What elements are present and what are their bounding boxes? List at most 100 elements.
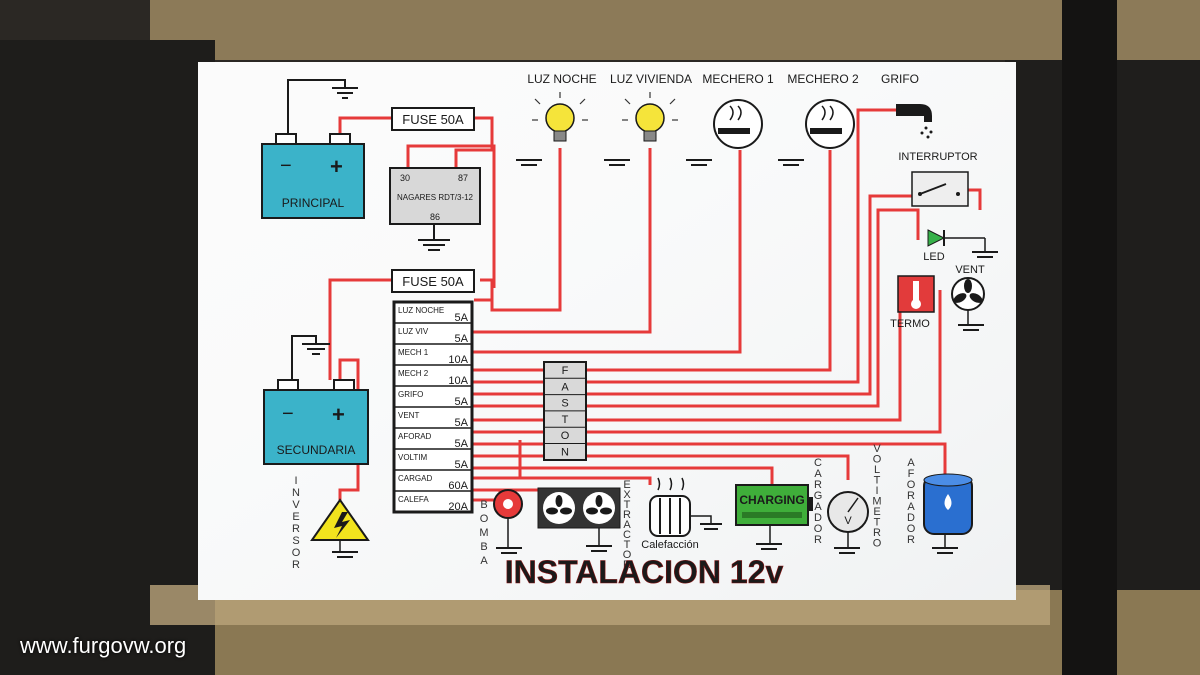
wire-aforador <box>472 442 947 475</box>
wire-interruptor-out <box>968 188 982 210</box>
extractor-char: T <box>624 539 631 551</box>
bulb-luz-vivienda-icon <box>622 92 678 142</box>
led-icon <box>927 229 986 252</box>
cigarette-lighter-icon <box>713 99 763 149</box>
relay: 30 87 NAGARES RDT/3-12 86 <box>389 167 481 225</box>
wood-top <box>150 0 1200 60</box>
wire-luz-noche <box>474 148 562 312</box>
thermometer-icon <box>897 275 935 313</box>
faston-letter: F <box>562 365 569 377</box>
fuse-box-row-label: CALEFA <box>398 495 429 504</box>
inversor-char: I <box>294 475 297 487</box>
voltimetro-char: E <box>873 506 880 518</box>
voltimetro-char: T <box>874 475 881 487</box>
aforador-char: O <box>907 479 916 491</box>
fuse-box-row-label: GRIFO <box>398 390 423 399</box>
ground-icon <box>496 547 522 554</box>
fuse-box-row-label: VOLTIM <box>398 453 428 462</box>
wire-mechero1 <box>472 150 742 354</box>
aforador-char: R <box>907 490 915 502</box>
voltimetro-char: M <box>872 496 881 508</box>
inversor-char: N <box>292 487 300 499</box>
inverter-warning-icon <box>310 498 370 552</box>
voltmeter-icon <box>827 491 869 548</box>
ground-icon <box>756 543 782 550</box>
fuse-box-row-label: CARGAD <box>398 474 432 483</box>
fuse-body <box>391 269 475 293</box>
ground-icon <box>418 239 450 251</box>
ground-icon <box>834 547 860 554</box>
strap-right <box>1062 0 1117 675</box>
fuse-box-row-amp: 5A <box>455 459 469 471</box>
fuse-box-row-amp: 5A <box>455 312 469 324</box>
wire-mechero2 <box>472 150 832 372</box>
ground-icon <box>958 324 984 331</box>
fuse-box-row-label: MECH 2 <box>398 369 429 378</box>
extractor-char: O <box>623 549 632 561</box>
cargador-char: O <box>814 523 823 535</box>
faston-letter: N <box>561 447 569 459</box>
fuse-box-row-amp: 5A <box>455 438 469 450</box>
battery-terminal-neg <box>275 133 297 145</box>
charging-label: CHARGING <box>739 493 804 507</box>
voltimetro-char: T <box>874 517 881 529</box>
aforador-char: F <box>908 468 915 480</box>
ground-icon <box>332 551 358 558</box>
aforador-char: D <box>907 512 915 524</box>
cargador-char: D <box>814 512 822 524</box>
bomba-char: B <box>480 499 487 511</box>
relay-body <box>389 167 481 225</box>
battery-label: SECUNDARIA <box>277 443 356 457</box>
faston-letter: T <box>562 414 569 426</box>
battery-body <box>263 389 369 465</box>
battery-principal: − + PRINCIPAL <box>261 133 365 219</box>
top-load-label: LUZ VIVIENDA <box>610 72 692 86</box>
wire-fusemid-a <box>480 278 494 300</box>
ground-wires <box>287 79 435 380</box>
extractor-fan-icon <box>537 487 621 546</box>
fuse-box-row-amp: 60A <box>448 480 468 492</box>
faucet-icon <box>896 104 933 139</box>
inversor-char: V <box>292 499 300 511</box>
ground-symbols <box>302 87 998 558</box>
watermark: www.furgovw.org <box>20 633 187 658</box>
fuse-box-row-label: AFORAD <box>398 432 432 441</box>
fuse-box-row-label: VENT <box>398 411 419 420</box>
led-label: LED <box>923 251 944 263</box>
wire-cargador <box>472 466 774 485</box>
voltimetro-char: R <box>873 527 881 539</box>
wire-grifo <box>472 108 898 384</box>
wire-fusemid-secundaria <box>328 278 392 380</box>
ground-icon <box>604 159 630 166</box>
wire-luz-vivienda <box>472 148 652 334</box>
extractor-char: E <box>623 479 630 491</box>
wire-relay-87 <box>406 144 496 288</box>
aforador-char: A <box>907 457 915 469</box>
inversor-char: S <box>292 535 299 547</box>
vent-label: VENT <box>955 264 985 276</box>
battery-terminal-pos <box>329 133 351 145</box>
wire-voltimetro <box>472 454 850 480</box>
extractor-char: R <box>623 509 631 521</box>
inversor-char: R <box>292 559 300 571</box>
pump-icon <box>493 489 523 548</box>
top-load-label: GRIFO <box>881 72 919 86</box>
wire-principal-fuse <box>338 116 392 134</box>
extractor-char: T <box>624 499 631 511</box>
top-load-label: LUZ NOCHE <box>527 72 596 86</box>
interruptor-label: INTERRUPTOR <box>898 151 977 163</box>
wire-fuse-relay <box>454 116 494 168</box>
fuse-label: FUSE 50A <box>402 274 464 289</box>
water-tank-icon <box>923 473 973 548</box>
switch-icon <box>911 171 969 207</box>
ground-icon <box>686 159 712 166</box>
battery-pos-sign: + <box>330 154 343 179</box>
voltimetro-char: L <box>874 464 880 476</box>
battery-pos-sign: + <box>332 402 345 427</box>
